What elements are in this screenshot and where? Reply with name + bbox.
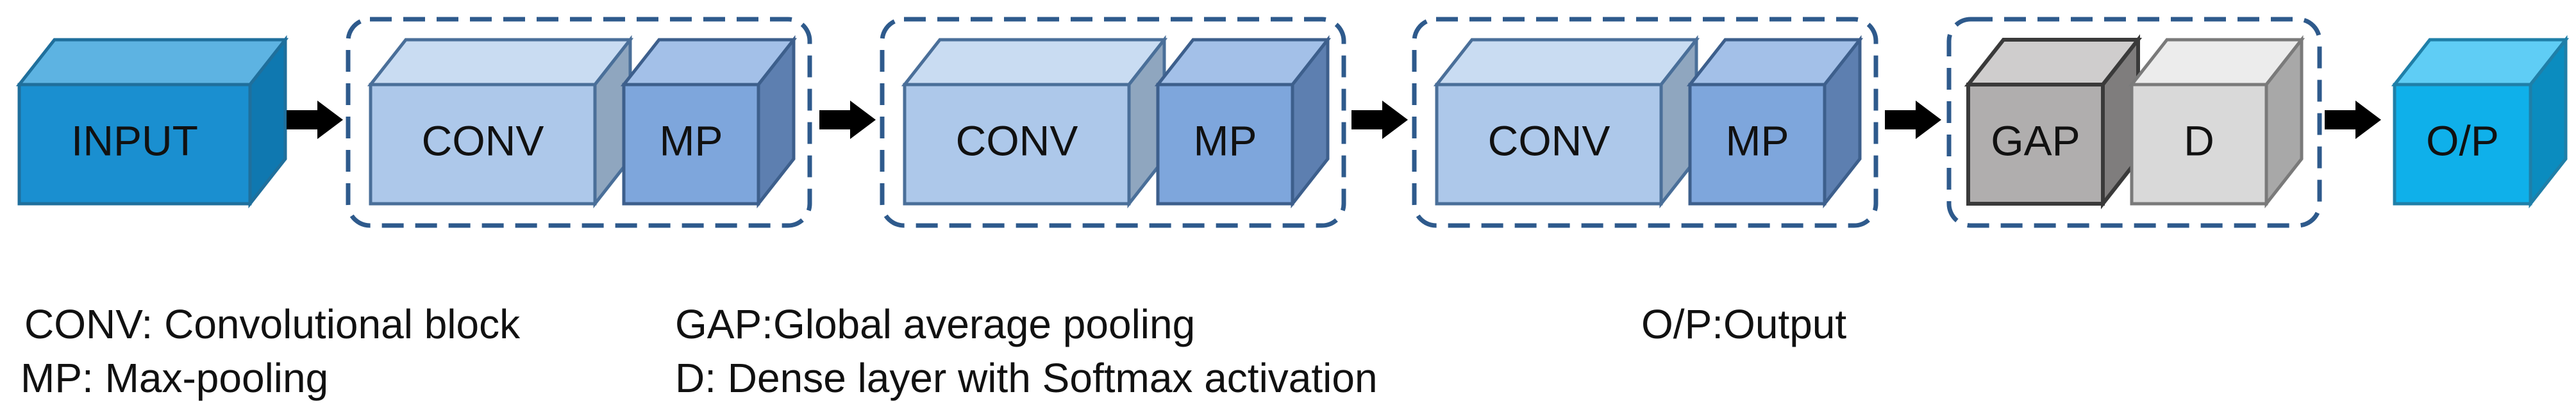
- stage1-group: [346, 17, 812, 228]
- head-group: [1946, 17, 2322, 228]
- arrow-stage3-to-head: [1885, 101, 1941, 139]
- stage2-mp-block: MP: [1154, 35, 1332, 209]
- stage3-group: [1412, 17, 1878, 228]
- arrow-input-to-stage1: [287, 101, 343, 139]
- dense-block: D: [2128, 35, 2305, 209]
- output-block: O/P: [2391, 35, 2570, 209]
- stage1-mp-block: MP: [620, 35, 798, 209]
- arrow-stage2-to-stage3: [1351, 101, 1408, 139]
- arrow-head-to-output: [2325, 101, 2381, 139]
- stage3-mp-label: MP: [1726, 117, 1789, 164]
- input-label: INPUT: [71, 117, 198, 164]
- legend-output: O/P:Output: [1641, 301, 1847, 347]
- legend-mp: MP: Max-pooling: [21, 355, 329, 401]
- input-block: INPUT: [15, 35, 289, 209]
- arrow-stage1-to-stage2: [819, 101, 876, 139]
- stage2-conv-label: CONV: [956, 117, 1078, 164]
- stage3-conv-label: CONV: [1488, 117, 1610, 164]
- output-label: O/P: [2426, 117, 2499, 164]
- stage1-conv-block: CONV: [367, 35, 634, 209]
- stage1-mp-label: MP: [660, 117, 723, 164]
- dense-label: D: [2184, 117, 2214, 164]
- gap-block: GAP: [1964, 34, 2143, 210]
- gap-label: GAP: [1991, 117, 2080, 164]
- legend-gap: GAP:Global average pooling: [675, 301, 1196, 347]
- legend-conv: CONV: Convolutional block: [24, 301, 521, 347]
- stage1-conv-label: CONV: [422, 117, 544, 164]
- stage3-conv-block: CONV: [1433, 35, 1700, 209]
- stage2-mp-label: MP: [1194, 117, 1257, 164]
- stage3-mp-block: MP: [1686, 35, 1864, 209]
- stage2-conv-block: CONV: [901, 35, 1168, 209]
- legend-dense: D: Dense layer with Softmax activation: [675, 355, 1378, 401]
- stage2-group: [880, 17, 1346, 228]
